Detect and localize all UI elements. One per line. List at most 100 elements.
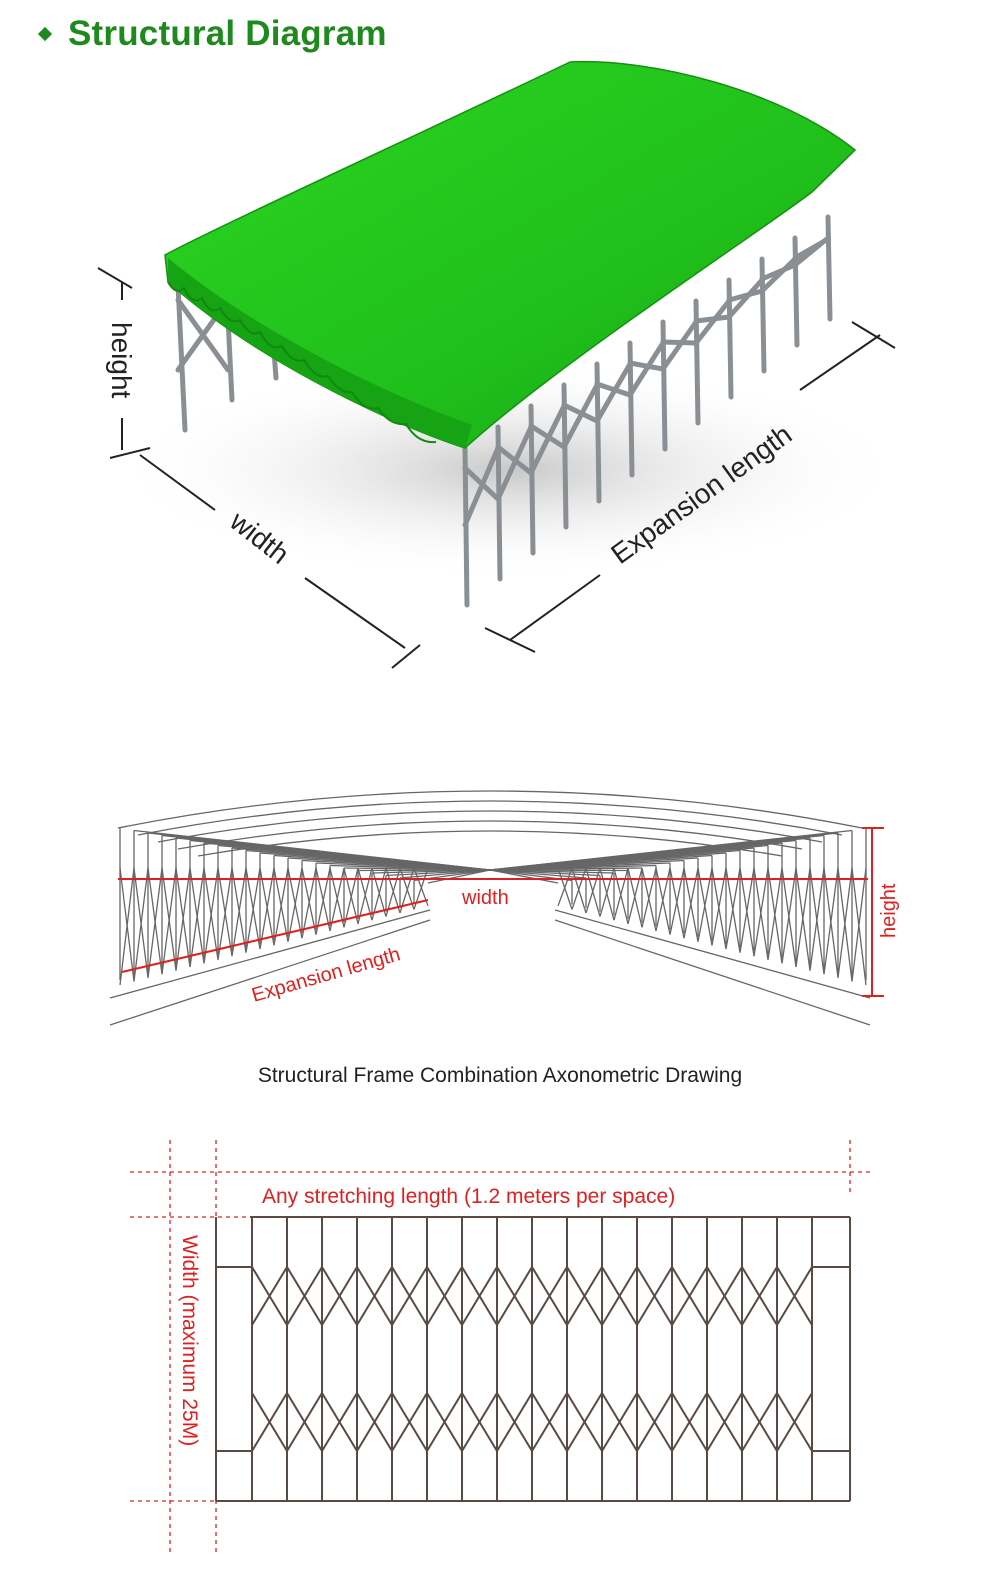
plan-brace <box>671 1266 708 1326</box>
canopy-brace <box>759 256 798 294</box>
plan-brace <box>496 1266 533 1326</box>
plan-brace <box>321 1266 358 1326</box>
canopy-brace <box>726 277 765 320</box>
plan-brace <box>426 1266 463 1326</box>
canopy-leg <box>528 403 536 556</box>
x-brace <box>343 867 359 924</box>
plan-brace <box>426 1392 463 1452</box>
x-brace <box>571 867 587 910</box>
plan-brace <box>776 1392 813 1452</box>
roof-arch <box>177 820 803 850</box>
canopy-brace <box>660 319 699 372</box>
canopy-height-label: height <box>106 322 137 399</box>
x-brace <box>767 867 783 960</box>
x-brace <box>231 867 247 953</box>
plan-brace <box>321 1392 358 1452</box>
x-brace <box>203 867 219 960</box>
x-brace <box>357 867 373 921</box>
plan-brace <box>391 1392 428 1452</box>
frame-structure <box>109 790 871 1026</box>
canopy-brace <box>594 361 633 424</box>
plan-brace <box>706 1266 743 1326</box>
x-brace <box>851 867 867 982</box>
base-rail <box>109 909 431 999</box>
height-red-bracket <box>862 827 884 997</box>
canopy-leg <box>792 235 800 348</box>
x-brace <box>795 867 811 968</box>
x-brace <box>399 867 415 910</box>
x-brace <box>781 867 797 964</box>
page-title: Structural Diagram <box>37 14 387 54</box>
x-brace <box>837 867 853 978</box>
x-brace <box>809 867 825 971</box>
plan-view-drawing: Any stretching length (1.2 meters per sp… <box>130 1140 872 1555</box>
plan-brace <box>776 1266 813 1326</box>
canopy-brace <box>693 298 732 346</box>
frame-height-label: height <box>878 883 900 938</box>
canopy-leg <box>495 424 503 582</box>
plan-brace <box>251 1266 288 1326</box>
x-brace <box>697 867 713 942</box>
canopy-wavy-edge <box>167 281 437 444</box>
roof-rafter <box>399 869 491 879</box>
roof-arch <box>137 800 843 836</box>
x-brace <box>119 867 135 982</box>
plan-brace <box>566 1392 603 1452</box>
plan-brace <box>251 1392 288 1452</box>
x-brace <box>133 867 149 978</box>
x-brace <box>273 867 289 942</box>
plan-brace <box>461 1392 498 1452</box>
x-brace <box>557 867 573 907</box>
plan-frame <box>215 1216 851 1502</box>
base-rail <box>109 919 431 1026</box>
plan-brace <box>286 1266 323 1326</box>
plan-brace <box>496 1392 533 1452</box>
x-brace <box>613 867 629 921</box>
canopy-brace <box>495 424 534 502</box>
plan-length-label: Any stretching length (1.2 meters per sp… <box>262 1185 675 1208</box>
canopy-leg <box>175 282 188 433</box>
plan-brace <box>636 1392 673 1452</box>
x-brace <box>259 867 275 946</box>
plan-brace <box>356 1266 393 1326</box>
x-brace <box>753 867 769 957</box>
plan-brace <box>741 1266 778 1326</box>
x-brace <box>329 867 345 928</box>
plan-brace <box>706 1392 743 1452</box>
canopy-legs <box>175 214 833 608</box>
plan-brace <box>391 1266 428 1326</box>
x-brace <box>627 867 643 924</box>
canopy-leg <box>225 315 235 403</box>
plan-brace <box>286 1392 323 1452</box>
x-brace <box>413 867 429 907</box>
roof-rafter <box>489 869 587 879</box>
x-brace <box>371 867 387 917</box>
roof-arch <box>117 790 863 829</box>
x-brace <box>147 867 163 975</box>
x-brace <box>739 867 755 953</box>
canopy-brace <box>627 340 666 398</box>
roof-arch <box>157 810 823 843</box>
plan-brace <box>601 1392 638 1452</box>
roof-rafter <box>489 869 559 884</box>
canopy-brace <box>561 382 600 450</box>
plan-brace <box>531 1392 568 1452</box>
x-brace <box>385 867 401 914</box>
canopy-brace <box>528 403 567 476</box>
x-brace <box>161 867 177 971</box>
x-brace <box>641 867 657 928</box>
expansion-length-dimension <box>484 321 896 653</box>
canopy-leg <box>561 382 569 530</box>
x-brace <box>711 867 727 946</box>
width-dimension <box>139 454 421 669</box>
x-brace <box>245 867 261 950</box>
plan-width-label: Width (maximum 25M) <box>178 1235 201 1446</box>
x-brace <box>175 867 191 968</box>
plan-brace <box>566 1266 603 1326</box>
x-brace <box>217 867 233 957</box>
frame-caption: Structural Frame Combination Axonometric… <box>257 1064 743 1087</box>
canopy-leg <box>594 361 602 504</box>
canopy-valance <box>168 258 472 448</box>
x-brace <box>599 867 615 917</box>
plan-brace <box>601 1266 638 1326</box>
